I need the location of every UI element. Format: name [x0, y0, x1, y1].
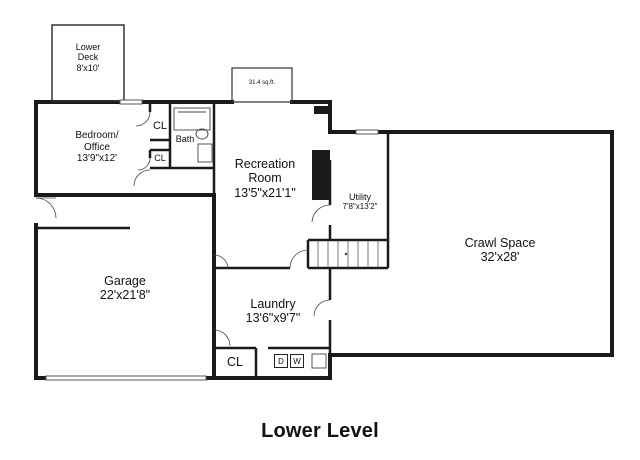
washer: W: [290, 354, 304, 368]
laundry-label: Laundry 13'6"x9'7": [228, 297, 318, 326]
garage-dims: 22'x21'8": [99, 288, 151, 303]
sink-fixture: [311, 353, 327, 369]
lower-deck: [51, 24, 125, 102]
recreation-label: Recreation Room 13'5"x21'1": [220, 157, 310, 200]
closet-laundry-name: CL: [227, 355, 243, 369]
page-title: Lower Level: [261, 420, 379, 442]
closet-laundry-label: CL: [220, 355, 250, 369]
utility-name: Utility: [349, 192, 371, 202]
interior-walls: [36, 102, 390, 378]
utility-dims: 7'8"x13'2": [342, 202, 378, 212]
bedroom-dims: 13'9"x12': [76, 153, 118, 164]
windows: [45, 99, 379, 381]
recreation-name: Recreation Room: [234, 157, 296, 186]
garage-name: Garage: [104, 274, 146, 288]
lower-deck-label: Lower Deck 8'x10': [52, 42, 124, 73]
landing-outline: [231, 67, 293, 103]
landing-area-label: 31.4 sq.ft.: [232, 80, 292, 87]
dryer-label: D: [278, 357, 284, 366]
closet-small-name: CL: [154, 153, 166, 163]
crawl-name: Crawl Space: [464, 236, 536, 250]
bath-name: Bath: [175, 134, 195, 144]
landing-area: 31.4 sq.ft.: [248, 80, 276, 86]
closet-small-label: CL: [150, 153, 170, 163]
lower-deck-dims: 8'x10': [76, 62, 100, 73]
furnace: [312, 106, 330, 200]
washer-label: W: [293, 357, 301, 366]
utility-label: Utility 7'8"x13'2": [334, 192, 386, 212]
lower-deck-name: Lower Deck: [75, 42, 101, 63]
dryer: D: [274, 354, 288, 368]
exterior-walls: [34, 100, 614, 380]
closet-top-label: CL: [150, 120, 170, 133]
laundry-name: Laundry: [250, 297, 296, 311]
bath-label: Bath: [172, 134, 198, 144]
crawl-dims: 32'x28': [480, 250, 520, 265]
laundry-dims: 13'6"x9'7": [245, 311, 301, 326]
bedroom-label: Bedroom/ Office 13'9"x12': [52, 130, 142, 165]
stairs: [317, 240, 379, 268]
recreation-dims: 13'5"x21'1": [234, 185, 296, 200]
bath-fixtures: [173, 107, 213, 163]
closet-top-name: CL: [152, 120, 168, 132]
door-swings: [35, 111, 331, 347]
bedroom-name: Bedroom/ Office: [75, 130, 119, 153]
crawl-label: Crawl Space 32'x28': [440, 236, 560, 265]
garage-label: Garage 22'x21'8": [70, 274, 180, 303]
